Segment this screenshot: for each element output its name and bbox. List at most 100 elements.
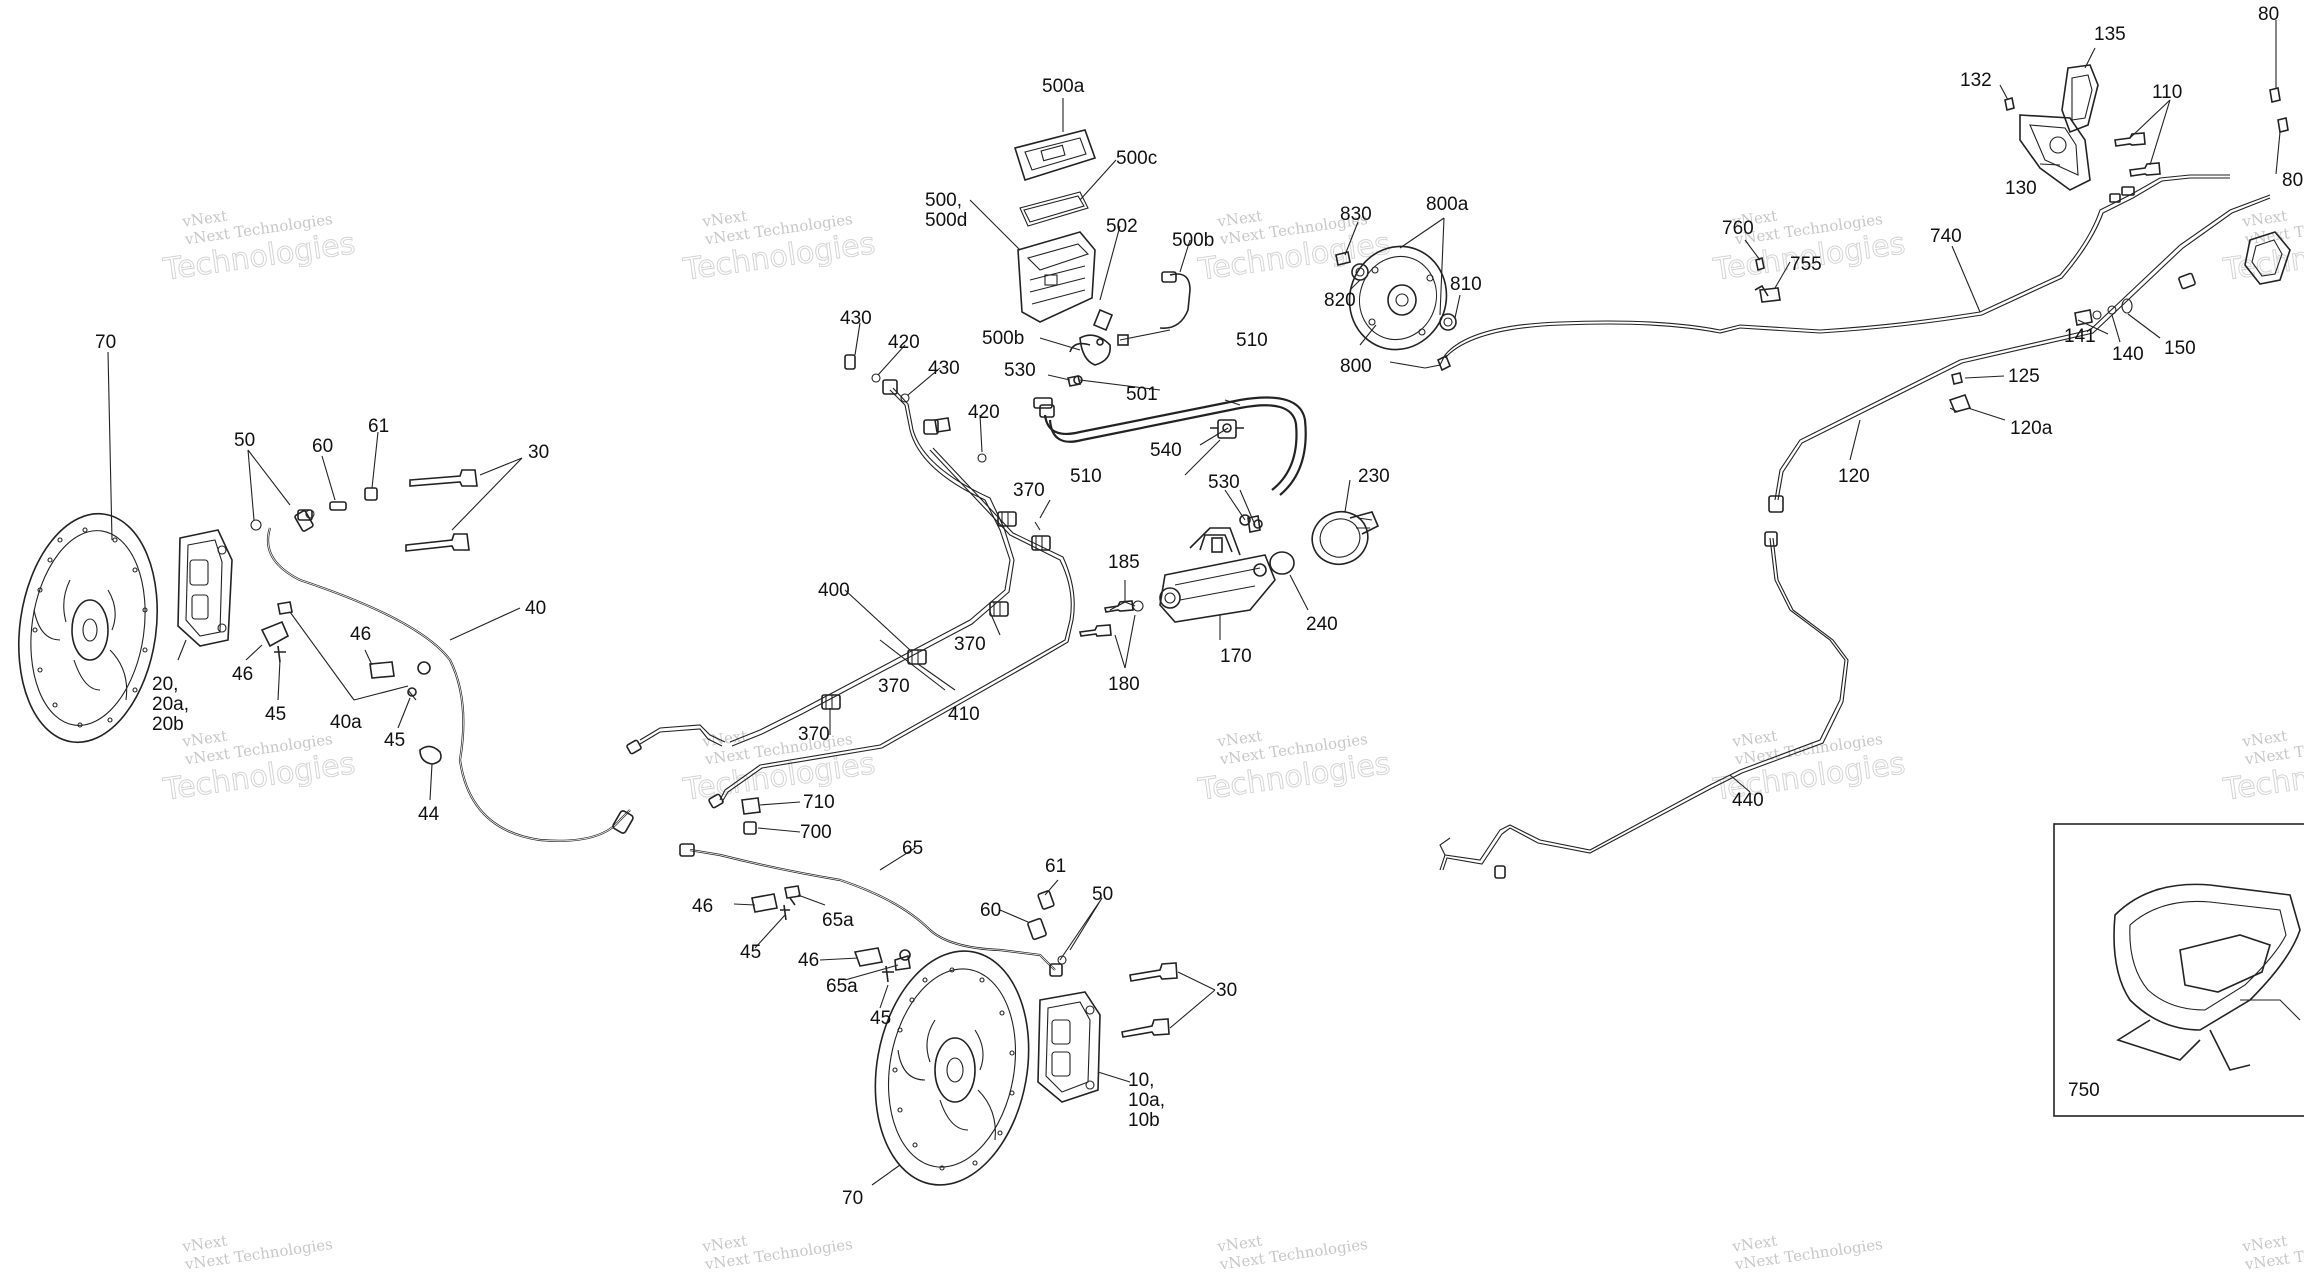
brake-line-120 [1768,194,2271,513]
label-130: 130 [2005,178,2037,199]
master-cylinder [1159,514,1276,623]
lever-bracket-130 [2019,114,2091,191]
part-labels: 70 50 60 61 30 40 20, 20a, 20b 46 45 40a… [95,4,2303,1209]
watermark: vNext vNext Technologies [1215,1232,1369,1274]
label-830: 830 [1340,204,1372,225]
label-230: 230 [1358,466,1390,487]
reservoir-cap [1013,129,1097,182]
reservoir-hose-fittings [1067,271,1191,387]
label-370: 370 [1013,480,1045,501]
label-500a: 500a [1042,76,1085,97]
label-20: 20, [152,674,178,695]
right-edge-parts-80 [2244,87,2291,285]
label-540: 540 [1150,440,1182,461]
label-430-b: 430 [928,358,960,379]
left-brake-caliper [177,529,233,647]
label-45-d: 45 [870,1008,891,1029]
rear-brake-disc [874,950,1030,1186]
label-750: 750 [2068,1080,2100,1101]
left-hose-clips [260,601,442,765]
label-510-b: 510 [1070,466,1102,487]
label-120: 120 [1838,466,1870,487]
watermark: vNext vNext Technologies Technologies [160,727,358,809]
master-cylinder-bolts [1079,600,1144,637]
watermark: vNext vNext Technologies Technologies [680,207,878,289]
label-140: 140 [2112,344,2144,365]
label-420: 420 [888,332,920,353]
label-120a: 120a [2010,418,2053,439]
label-810: 810 [1450,274,1482,295]
label-440: 440 [1732,790,1764,811]
left-banjo-fittings [250,487,378,531]
label-410: 410 [948,704,980,725]
label-240: 240 [1306,614,1338,635]
label-61: 61 [368,416,389,437]
rear-banjo-fittings [1027,890,1067,965]
label-500d: 500d [925,210,967,231]
label-141: 141 [2064,326,2096,347]
label-60-b: 60 [980,900,1001,921]
label-20a: 20a, [152,694,189,715]
label-30: 30 [528,442,549,463]
label-700: 700 [800,822,832,843]
label-500: 500, [925,190,962,211]
watermark: vNext vNext Technologies Technologies [680,727,878,809]
label-740: 740 [1930,226,1962,247]
label-40a: 40a [330,712,362,733]
label-61-b: 61 [1045,856,1066,877]
reservoir-gasket [1019,191,1089,227]
watermark: vNext vNext Technologies Technologies [160,207,358,289]
label-800a: 800a [1426,194,1469,215]
left-brake-hose [266,510,634,842]
label-150: 150 [2164,338,2196,359]
label-500c: 500c [1116,148,1157,169]
label-370-d: 370 [798,724,830,745]
label-530-b: 530 [1208,472,1240,493]
label-30-b: 30 [1216,980,1237,1001]
label-180: 180 [1108,674,1140,695]
label-46-b: 46 [350,624,371,645]
label-420-b: 420 [968,402,1000,423]
rear-brake-hose-65 [679,843,1063,977]
label-820: 820 [1324,290,1356,311]
label-45: 45 [265,704,286,725]
brake-fluid-reservoir [1017,231,1096,323]
label-46-d: 46 [798,950,819,971]
label-20b: 20b [152,714,184,735]
label-501: 501 [1126,384,1158,405]
inset-detail-750 [2053,823,2304,1117]
fittings-140-141-150 [2074,272,2196,326]
label-10b: 10b [1128,1110,1160,1131]
label-45-c: 45 [740,942,761,963]
label-45-b: 45 [384,730,405,751]
watermark: vNext vNext Technologies [1730,1232,1884,1274]
label-170: 170 [1220,646,1252,667]
label-132: 132 [1960,70,1992,91]
left-brake-disc [17,512,159,744]
cable-740 [1436,174,2230,372]
label-80: 80 [2258,4,2279,25]
watermark: vNext vNext Technologies Technologies [2220,727,2304,809]
left-caliper-bolts [405,469,478,552]
master-cylinder-boot [1269,510,1380,575]
label-530: 530 [1004,360,1036,381]
label-70-b: 70 [842,1188,863,1209]
label-125: 125 [2008,366,2040,387]
parts-755-760 [1754,256,1781,303]
fittings-420-430 [844,354,987,463]
reservoir-hose [1033,396,1307,496]
label-65a-2: 65a [826,976,858,997]
label-40: 40 [525,598,546,619]
label-110: 110 [2152,82,2182,103]
label-185: 185 [1108,552,1140,573]
label-10a: 10a, [1128,1090,1165,1111]
leader-lines [107,20,2281,1186]
label-44: 44 [418,804,440,825]
label-60: 60 [312,436,333,457]
label-50-b: 50 [1092,884,1113,905]
rear-brake-caliper [1037,991,1101,1103]
label-710: 710 [803,792,835,813]
rear-hose-clips [751,885,911,983]
watermarks: vNext vNext Technologies Technologies vN… [160,207,2304,1274]
